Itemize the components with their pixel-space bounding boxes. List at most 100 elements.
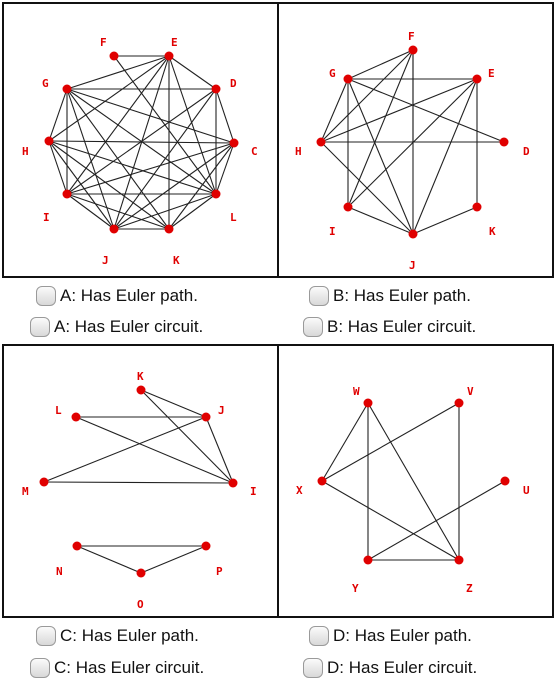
graph-c-edges <box>43 389 234 574</box>
option-a-euler-path[interactable]: A: Has Euler path. <box>36 283 198 309</box>
edge <box>66 193 170 230</box>
vertex-g <box>343 74 353 84</box>
edge <box>367 480 506 561</box>
checkbox-a-circuit[interactable] <box>30 317 50 337</box>
vertex-label: I <box>329 225 336 238</box>
vertex-h <box>316 137 326 147</box>
option-b-euler-circuit[interactable]: B: Has Euler circuit. <box>303 314 476 340</box>
checkbox-d-path[interactable] <box>309 626 329 646</box>
graph-d-vertices <box>317 398 510 565</box>
vertex-label: Z <box>466 582 473 595</box>
edge <box>66 142 235 195</box>
edge <box>140 389 207 418</box>
vertex-d <box>499 137 509 147</box>
vertex-y <box>363 555 373 565</box>
vertex-v <box>454 398 464 408</box>
edge <box>321 402 460 482</box>
vertex-label: I <box>250 485 257 498</box>
checkbox-c-circuit[interactable] <box>30 658 50 678</box>
vertex-n <box>72 541 82 551</box>
edge <box>43 481 234 484</box>
option-d-euler-circuit[interactable]: D: Has Euler circuit. <box>303 655 477 681</box>
edge <box>66 55 170 90</box>
graph-d-svg: W V X U Y Z <box>296 385 530 595</box>
graph-b-edges <box>320 49 505 235</box>
edge <box>48 140 115 230</box>
edge <box>66 193 115 230</box>
vertex-label: H <box>22 145 29 158</box>
vertex-h <box>44 136 54 146</box>
vertex-e <box>472 74 482 84</box>
edge <box>412 206 478 235</box>
edge <box>168 142 235 230</box>
vertex-k <box>472 202 482 212</box>
checkbox-a-path[interactable] <box>36 286 56 306</box>
vertex-i <box>62 189 72 199</box>
vertex-j <box>109 224 119 234</box>
edge <box>347 78 478 208</box>
option-c-euler-path[interactable]: C: Has Euler path. <box>36 623 199 649</box>
graph-a-vertices <box>44 51 239 234</box>
vertex-l <box>71 412 81 422</box>
vertex-x <box>317 476 327 486</box>
edge <box>347 49 414 80</box>
option-b-euler-path[interactable]: B: Has Euler path. <box>309 283 471 309</box>
edge <box>347 206 414 235</box>
vertex-label: D <box>230 77 237 90</box>
edge <box>168 55 217 90</box>
checkbox-b-circuit[interactable] <box>303 317 323 337</box>
vertex-label: N <box>56 565 63 578</box>
edge <box>320 78 478 143</box>
edge <box>43 416 207 483</box>
option-a-circuit-label: A: Has Euler circuit. <box>54 317 204 336</box>
vertex-w <box>363 398 373 408</box>
option-c-euler-circuit[interactable]: C: Has Euler circuit. <box>30 655 204 681</box>
edge <box>320 78 349 143</box>
edge <box>168 55 217 195</box>
vertex-g <box>62 84 72 94</box>
vertex-label: Y <box>352 582 359 595</box>
graph-c-vertices <box>39 385 238 578</box>
vertex-label: E <box>171 36 178 49</box>
checkbox-b-path[interactable] <box>309 286 329 306</box>
vertex-label: O <box>137 598 144 611</box>
vertex-label: J <box>409 259 416 272</box>
edge <box>76 545 142 574</box>
edge <box>367 402 460 561</box>
vertex-m <box>39 477 49 487</box>
option-a-euler-circuit[interactable]: A: Has Euler circuit. <box>30 314 203 340</box>
option-d-euler-path[interactable]: D: Has Euler path. <box>309 623 472 649</box>
vertex-i <box>228 478 238 488</box>
vertex-l <box>211 189 221 199</box>
vertex-i <box>343 202 353 212</box>
vertex-f <box>109 51 119 61</box>
edge <box>205 416 234 484</box>
edge <box>347 49 414 208</box>
vertex-k <box>136 385 146 395</box>
option-d-circuit-label: D: Has Euler circuit. <box>327 658 478 677</box>
checkbox-c-path[interactable] <box>36 626 56 646</box>
vertex-label: D <box>523 145 530 158</box>
edge <box>66 88 170 230</box>
vertex-label: E <box>488 67 495 80</box>
option-c-path-label: C: Has Euler path. <box>60 626 199 645</box>
edge <box>113 193 217 230</box>
edge <box>48 55 170 142</box>
edge <box>48 140 68 195</box>
edge <box>48 88 68 142</box>
checkbox-d-circuit[interactable] <box>303 658 323 678</box>
vertex-label: V <box>467 385 474 398</box>
vertex-u <box>500 476 510 486</box>
vertex-label: J <box>218 404 225 417</box>
vertex-label: W <box>353 385 360 398</box>
vertex-label: I <box>43 211 50 224</box>
graph-d-edges <box>321 402 506 561</box>
graph-a-svg: F E G D H C I L J K <box>22 36 258 267</box>
graph-b-vertices <box>316 45 509 239</box>
edge <box>412 78 478 235</box>
edge <box>140 389 234 484</box>
vertex-j <box>408 229 418 239</box>
edge <box>215 142 235 195</box>
vertex-label: L <box>230 211 237 224</box>
vertex-e <box>164 51 174 61</box>
